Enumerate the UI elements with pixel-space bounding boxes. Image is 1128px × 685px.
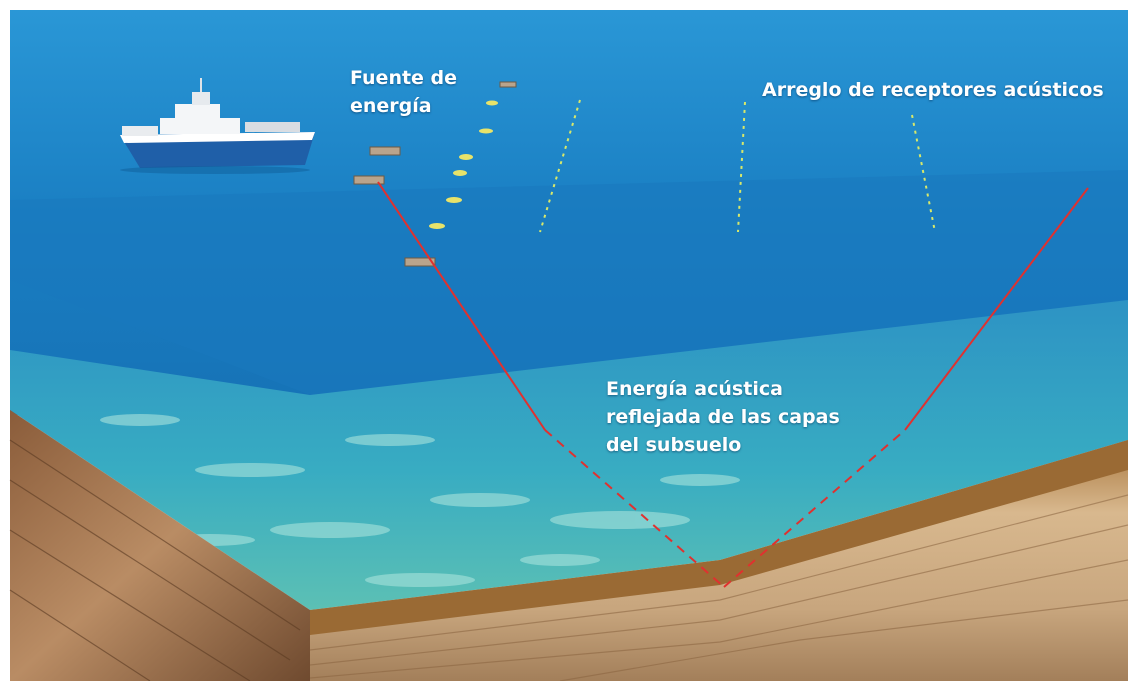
- reflected-energy-label: Energía acústica reflejada de las capas …: [606, 375, 840, 459]
- rock-left: [10, 410, 310, 681]
- rock-left-strata: [9, 439, 301, 682]
- streamers: [539, 99, 936, 233]
- rock-right-strata: [309, 494, 1128, 682]
- receiver-array-label: Arreglo de receptores acústicos: [762, 76, 1104, 104]
- energy-source-label-line1: Fuente de: [350, 67, 458, 89]
- reflected-energy-label-line3: del subsuelo: [606, 434, 742, 456]
- incident-ray: [377, 181, 546, 431]
- incident-ray-subsurface: [544, 429, 725, 588]
- source-floats: [353, 81, 517, 267]
- reflected-ray-subsurface: [723, 429, 906, 588]
- reflected-energy-label-line1: Energía acústica: [606, 378, 783, 400]
- reflected-energy-label-line2: reflejada de las capas: [606, 406, 840, 428]
- survey-ship: [120, 78, 315, 174]
- rock-top-layer: [310, 440, 1128, 635]
- tow-floats: [429, 100, 498, 229]
- energy-source-label-line2: energía: [350, 95, 432, 117]
- reflected-ray: [904, 187, 1089, 431]
- receiver-array-label-text: Arreglo de receptores acústicos: [762, 79, 1104, 101]
- seismic-rays: [377, 181, 1089, 588]
- energy-source-label: Fuente de energía: [350, 64, 457, 120]
